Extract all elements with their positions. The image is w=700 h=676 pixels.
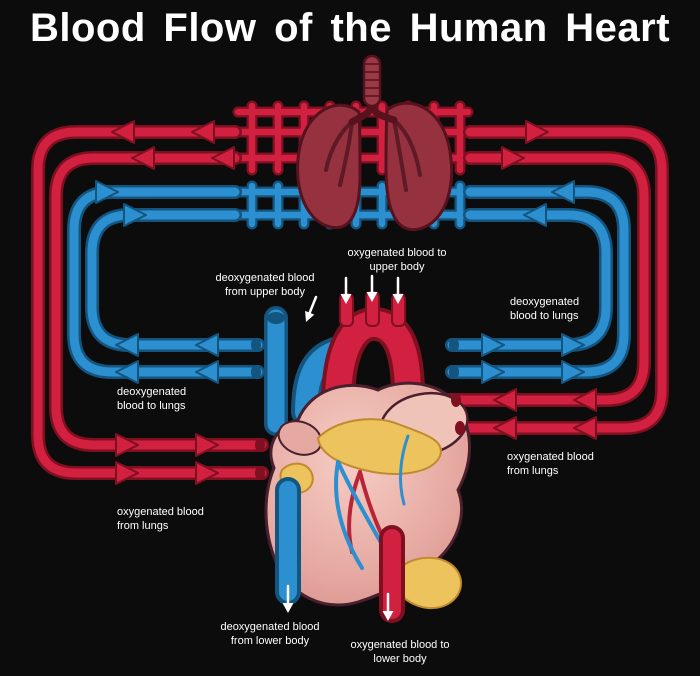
label-deoxygenated-to-lungs-right: deoxygenated blood to lungs xyxy=(510,296,580,323)
heart-illustration xyxy=(264,381,471,610)
label-oxygenated-to-upper-body: oxygenated blood to upper body xyxy=(347,247,447,274)
label-pointer-arrows xyxy=(282,274,404,621)
lungs-illustration xyxy=(296,54,453,232)
label-deoxygenated-from-lower-body: deoxygenated blood from lower body xyxy=(220,621,320,648)
label-oxygenated-from-lungs-right: oxygenated blood from lungs xyxy=(507,451,594,478)
aorta-branches xyxy=(339,291,406,327)
label-oxygenated-from-lungs-left: oxygenated blood from lungs xyxy=(117,506,204,533)
vessel-end-caps xyxy=(251,338,459,480)
aorta xyxy=(338,291,408,404)
epicardial-fat xyxy=(316,418,442,475)
flow-arrows-red xyxy=(111,120,597,485)
superior-vena-cava xyxy=(267,312,285,424)
diagram-title: Blood Flow of the Human Heart xyxy=(29,6,671,50)
flow-arrows-blue xyxy=(95,180,585,384)
label-oxygenated-to-lower-body: oxygenated blood to lower body xyxy=(350,639,450,666)
label-deoxygenated-to-lungs-left: deoxygenated blood to lungs xyxy=(117,386,187,413)
trachea xyxy=(362,54,382,108)
label-deoxygenated-from-upper-body: deoxygenated blood from upper body xyxy=(215,272,315,299)
